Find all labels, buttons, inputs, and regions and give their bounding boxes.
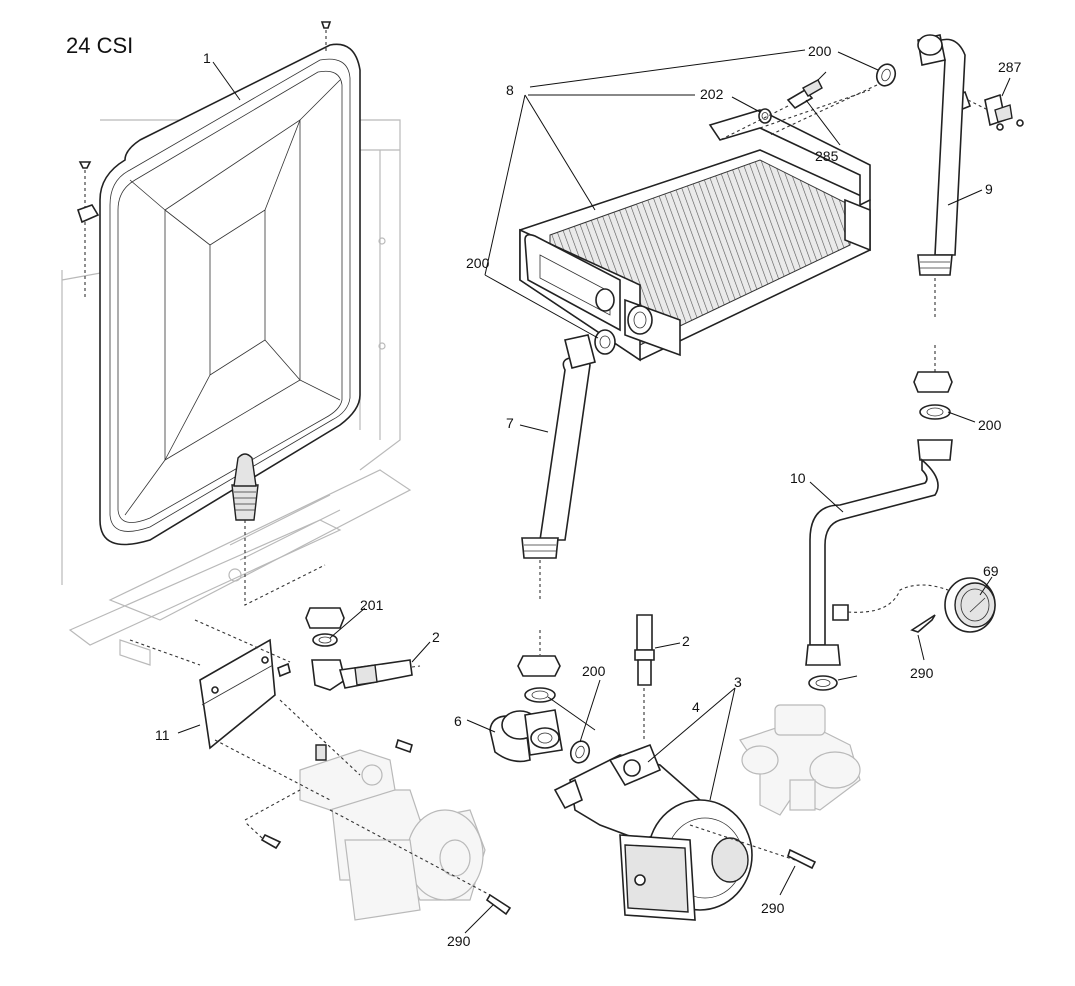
callout-11: 11 bbox=[155, 727, 170, 743]
seal-200-lower bbox=[569, 740, 591, 764]
callout-6: 6 bbox=[454, 713, 462, 729]
callout-200-center: 200 bbox=[582, 663, 606, 679]
callout-9: 9 bbox=[985, 181, 993, 197]
callout-290-right: 290 bbox=[910, 665, 934, 681]
gauge-part-69 bbox=[944, 577, 996, 633]
callout-3: 3 bbox=[734, 674, 742, 690]
ghost-boiler-frame bbox=[61, 119, 412, 666]
elbow-part-6 bbox=[489, 709, 563, 763]
pipe-part-10 bbox=[805, 439, 953, 691]
callout-1: 1 bbox=[203, 50, 211, 66]
callout-10: 10 bbox=[790, 470, 806, 486]
model-title: 24 CSI bbox=[66, 33, 134, 58]
pipe-part-9 bbox=[917, 34, 966, 320]
leader-lines bbox=[177, 49, 1011, 934]
callout-200-left: 200 bbox=[466, 255, 490, 271]
combustion-cover-part-1 bbox=[76, 21, 361, 546]
ghost-pump-left bbox=[299, 749, 486, 921]
heat-exchanger-part-8 bbox=[519, 109, 871, 362]
callout-201: 201 bbox=[360, 597, 384, 613]
callout-7: 7 bbox=[506, 415, 514, 431]
alignment-lines bbox=[129, 89, 871, 896]
callout-2-center: 2 bbox=[682, 633, 690, 649]
callout-2-left: 2 bbox=[432, 629, 440, 645]
nut-and-seal-center bbox=[517, 630, 561, 703]
clip-290-left bbox=[485, 893, 512, 916]
callout-285: 285 bbox=[815, 148, 839, 164]
bracket-part-11 bbox=[199, 638, 291, 750]
seal-200-top bbox=[769, 63, 897, 136]
callout-200-top: 200 bbox=[808, 43, 832, 59]
callout-287: 287 bbox=[998, 59, 1022, 75]
callout-labels: 1 200 8 202 287 285 9 200 7 200 10 69 20… bbox=[155, 43, 1022, 949]
clip-290-right bbox=[910, 614, 936, 633]
callout-69: 69 bbox=[983, 563, 999, 579]
clip-290-center bbox=[787, 848, 817, 870]
pipe-part-7 bbox=[521, 329, 616, 600]
ghost-valve-right bbox=[739, 704, 861, 816]
pipe-part-2-center bbox=[634, 614, 655, 740]
callout-290-left: 290 bbox=[447, 933, 471, 949]
nut-part-201 bbox=[305, 607, 345, 647]
pump-part-3 bbox=[553, 743, 811, 921]
screw-left-pump bbox=[244, 738, 413, 850]
callout-200-right: 200 bbox=[978, 417, 1002, 433]
callout-8: 8 bbox=[506, 82, 514, 98]
callout-290-center: 290 bbox=[761, 900, 785, 916]
seal-202 bbox=[758, 108, 772, 124]
callout-202: 202 bbox=[700, 86, 724, 102]
callout-4: 4 bbox=[692, 699, 700, 715]
sensor-285 bbox=[719, 71, 827, 141]
nut-and-seal-right bbox=[913, 345, 953, 420]
pipe-part-2-left bbox=[311, 659, 421, 691]
